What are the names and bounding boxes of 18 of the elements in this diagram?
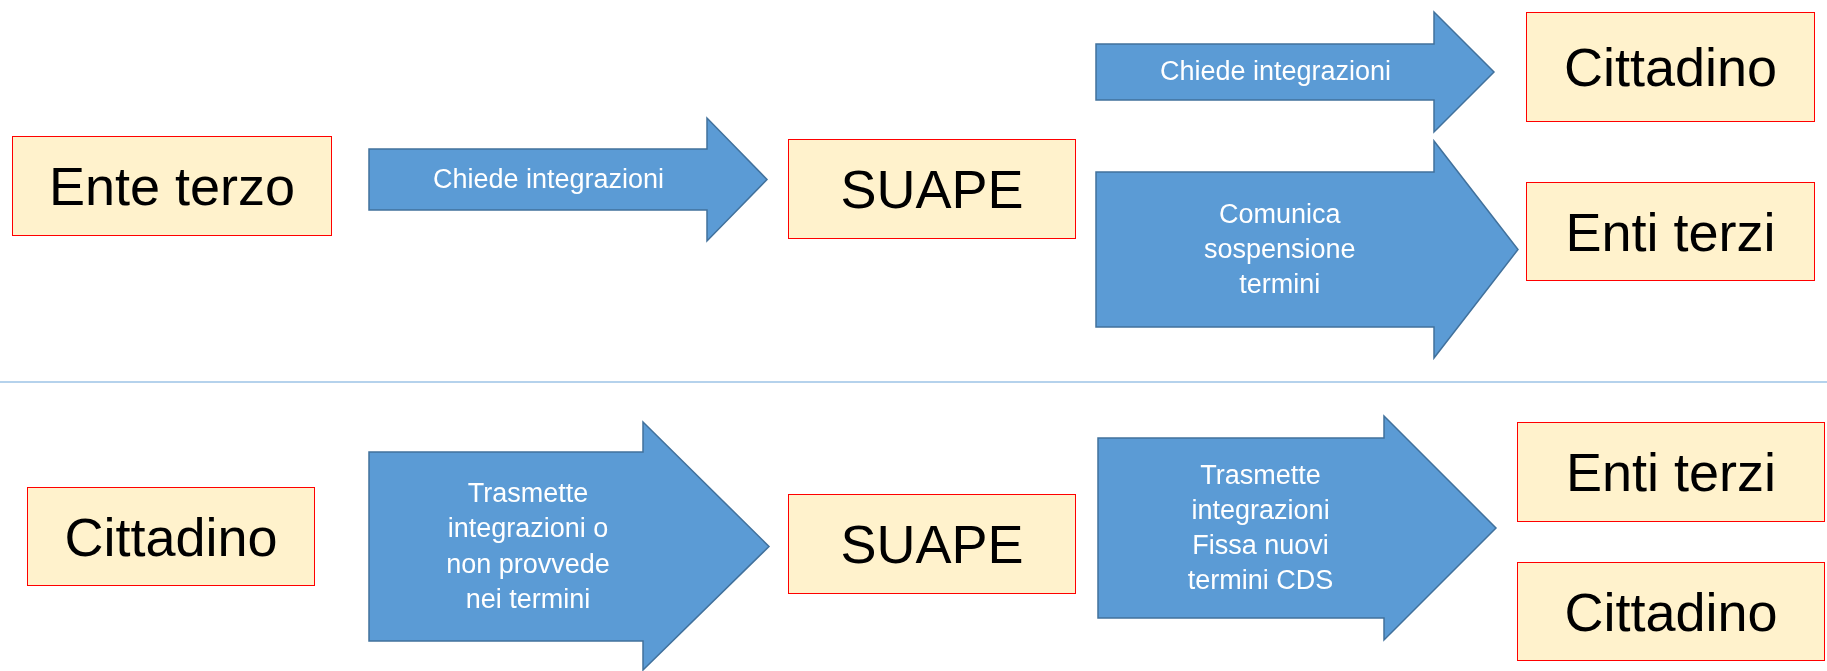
edge-label: Chiede integrazioni	[431, 162, 666, 196]
process-box: Cittadino	[27, 487, 315, 586]
process-box: SUAPE	[788, 139, 1076, 239]
block-arrow	[1095, 10, 1496, 134]
process-box: Ente terzo	[12, 136, 332, 236]
process-box: Enti terzi	[1526, 182, 1815, 281]
block-arrow	[1097, 414, 1498, 642]
edge-label: Trasmette integrazioni Fissa nuovi termini CDS	[1186, 458, 1335, 598]
process-box: Cittadino	[1526, 12, 1815, 122]
block-arrow	[1095, 138, 1519, 361]
process-box: Cittadino	[1517, 562, 1825, 661]
edge-label: Comunica sospensione termini	[1202, 197, 1357, 302]
edge-label: Chiede integrazioni	[1158, 55, 1393, 89]
process-box: Enti terzi	[1517, 422, 1825, 522]
edge-label: Trasmette integrazioni o non provvede nei termini	[445, 477, 611, 616]
block-arrow	[368, 116, 769, 243]
block-arrow	[368, 420, 771, 671]
process-box: SUAPE	[788, 494, 1076, 594]
